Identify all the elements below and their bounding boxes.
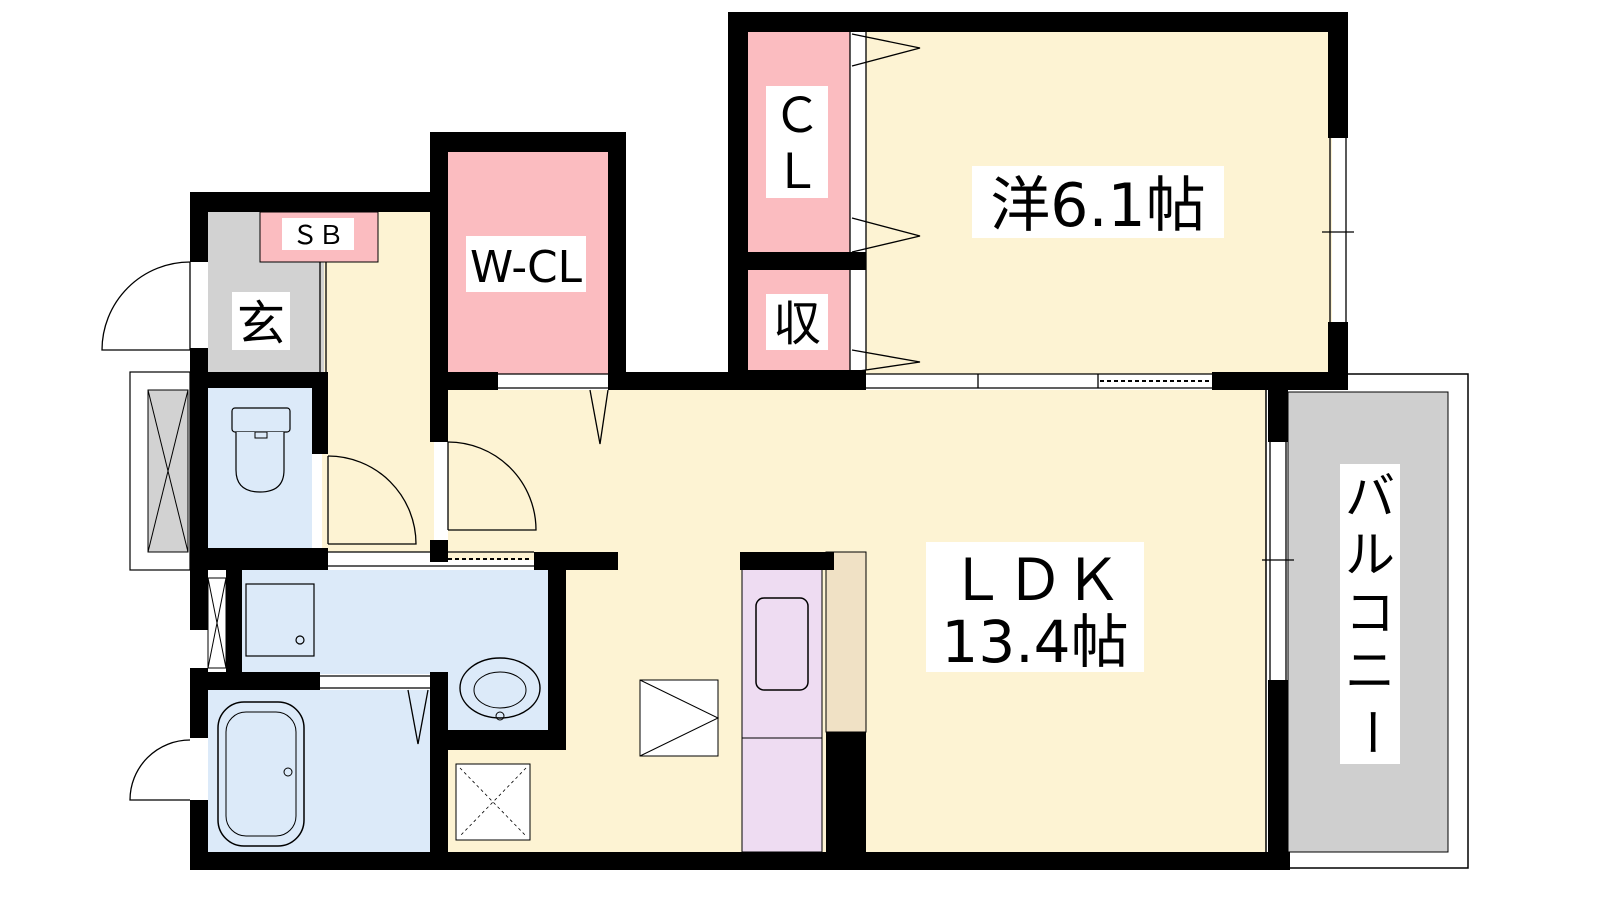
- fridge-space: [639, 679, 719, 757]
- window-cross: [207, 577, 227, 669]
- ldk-label-bg: [926, 542, 1144, 672]
- door-lines: [101, 32, 1354, 801]
- western-room-label: 洋6.1帖: [990, 171, 1205, 241]
- toilet-seat-mark: [254, 431, 268, 439]
- cabinet-top: [740, 552, 834, 570]
- dashed-tracks: [434, 380, 1210, 560]
- entrance-label-bg: [232, 292, 290, 350]
- closet-label-l: Ｌ: [773, 144, 821, 200]
- fridge-mark: [639, 679, 720, 757]
- kitchen-sink: [755, 597, 809, 691]
- toilet-tank: [231, 407, 291, 433]
- western-label-bg: [972, 166, 1224, 238]
- ldk-label-line2: 13.4帖: [941, 608, 1128, 676]
- storage-label: 収: [773, 296, 821, 352]
- bathtub-icon: [217, 701, 305, 847]
- ldk-label-line1: ＬＤＫ: [948, 546, 1122, 614]
- closet-label-bg: [766, 86, 828, 198]
- wcl-label-bg: [466, 236, 586, 292]
- balcony-label-char: バ: [1345, 468, 1395, 526]
- kitchen-counter: [741, 567, 823, 853]
- washbasin-icon: [459, 657, 541, 719]
- pan-diagonal: [459, 767, 527, 837]
- entrance-label: 玄: [237, 296, 285, 352]
- sb-label-bg: [282, 218, 354, 250]
- shelf-cross: [147, 389, 189, 553]
- balcony-label-char: ー: [1342, 707, 1400, 757]
- balcony-label-char: ル: [1345, 526, 1395, 584]
- storage-label-bg: [766, 294, 828, 350]
- toilet-icon: [235, 432, 285, 493]
- shoe-box-label: ＳＢ: [292, 221, 344, 251]
- walk-in-closet-label: W-CL: [470, 242, 582, 293]
- balcony-label-char: ニ: [1345, 642, 1395, 700]
- washbasin-floor: [446, 640, 552, 732]
- drain-icon: [295, 635, 305, 645]
- balcony-label-bg: [1340, 464, 1400, 764]
- pan-diagonal: [459, 767, 527, 837]
- faucet-icon: [495, 711, 505, 721]
- balcony-label-char: コ: [1345, 584, 1395, 642]
- hallway-floor: [322, 212, 434, 552]
- bathtub-drain: [283, 767, 293, 777]
- counter: [825, 551, 867, 733]
- closet-label-c: Ｃ: [773, 88, 821, 144]
- washbasin-bowl: [473, 671, 527, 709]
- washroom-shelf: [245, 583, 315, 657]
- walls: [190, 12, 1348, 870]
- bathtub-inner: [225, 711, 297, 837]
